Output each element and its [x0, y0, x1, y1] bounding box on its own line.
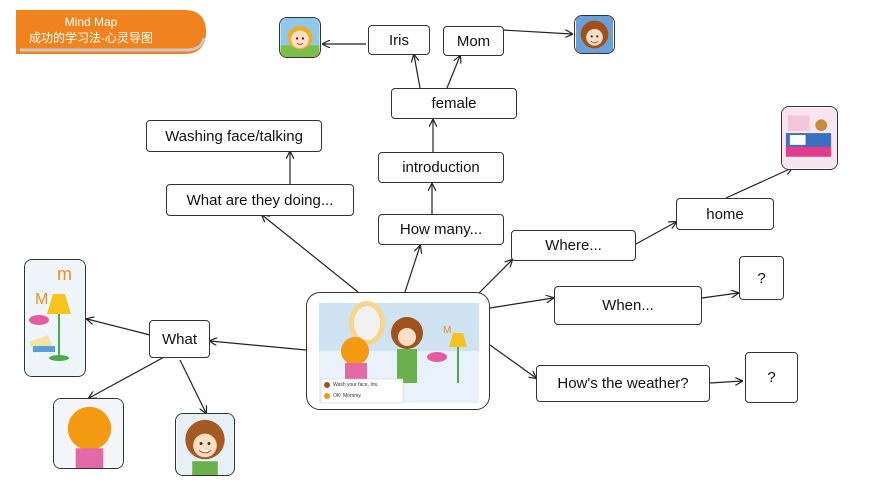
- svg-text:m: m: [57, 264, 72, 284]
- edge-female-mom: [446, 56, 460, 89]
- node-what-are-they-doing: What are they doing...: [166, 184, 354, 216]
- edge-mom-avatar: [502, 29, 572, 34]
- node-what: What: [149, 320, 210, 358]
- edge-when-q1: [701, 293, 738, 299]
- node-introduction: introduction: [378, 152, 504, 183]
- header-banner: [16, 10, 206, 54]
- svg-text:M: M: [443, 325, 451, 336]
- edge-home-bedroom: [725, 168, 792, 199]
- speech-line-iris: OK! Mommy.: [333, 393, 362, 399]
- header-title-en: Mind Map: [64, 15, 118, 29]
- mother-avatar-icon: [574, 15, 615, 54]
- girl-back-icon: [53, 398, 124, 469]
- header-title: Mind Map 成功的学习法-心灵导图: [16, 10, 166, 54]
- bedroom-icon: [781, 106, 838, 170]
- svg-text:M: M: [35, 291, 48, 308]
- edge-center-where: [477, 260, 512, 295]
- node-question-2: ?: [745, 352, 798, 403]
- speech-line-mom: Wash your face, Iris.: [333, 382, 379, 388]
- edge-center-doing: [262, 215, 359, 293]
- edge-center-what: [210, 341, 307, 351]
- header-title-cn: 成功的学习法-心灵导图: [29, 31, 153, 45]
- edge-where-home: [635, 222, 676, 245]
- node-weather: How's the weather?: [536, 365, 710, 402]
- edge-what-bathroom: [87, 319, 151, 336]
- edge-center-weather: [489, 344, 536, 378]
- center-scene-image: M Wash your face, Iris. OK! Mommy.: [306, 292, 490, 410]
- edge-center-when: [489, 298, 553, 309]
- girl-avatar-icon: [279, 17, 321, 58]
- edge-female-iris: [414, 55, 421, 89]
- node-question-1: ?: [739, 256, 784, 300]
- node-iris: Iris: [368, 25, 430, 55]
- node-washing: Washing face/talking: [146, 120, 322, 152]
- edge-weather-q2: [709, 381, 742, 383]
- node-where: Where...: [511, 230, 636, 261]
- node-female: female: [391, 88, 517, 119]
- edge-center-how-many: [404, 246, 420, 293]
- edge-what-motherface: [179, 359, 206, 413]
- bathroom-items-icon: m M: [24, 259, 86, 377]
- mother-face-icon: [175, 413, 235, 476]
- edge-what-girlback: [89, 355, 167, 398]
- node-when: When...: [554, 286, 702, 325]
- node-mom: Mom: [443, 26, 504, 56]
- node-how-many: How many...: [378, 214, 504, 245]
- node-home: home: [676, 198, 774, 230]
